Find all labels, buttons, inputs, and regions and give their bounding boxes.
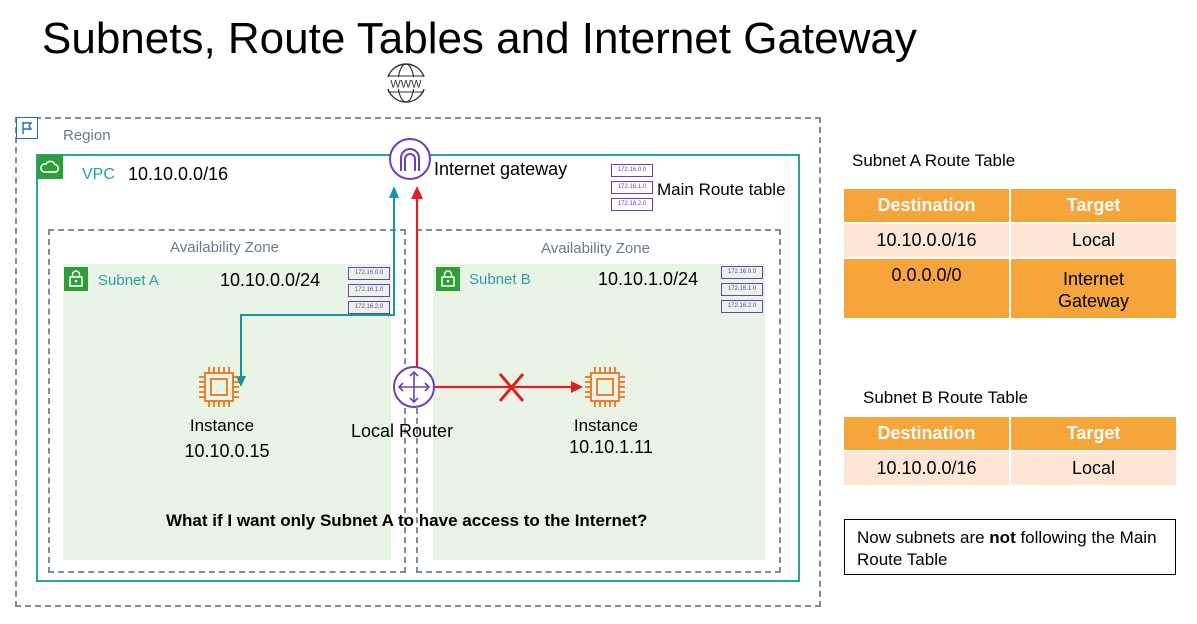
red-x-icon <box>498 373 525 402</box>
router-label: Local Router <box>351 421 454 441</box>
arrowhead <box>571 381 583 393</box>
table-row: 10.10.0.0/16 Local <box>844 224 1176 257</box>
arrowhead <box>389 186 399 198</box>
table-row: 10.10.0.0/16 Local <box>844 452 1176 485</box>
note-box: Now subnets are not following the Main R… <box>844 519 1176 575</box>
column-header: Destination <box>844 417 1009 450</box>
internet-gateway-label: Internet gateway <box>434 159 568 179</box>
page-title: Subnets, Route Tables and Internet Gatew… <box>42 14 917 63</box>
subnet-a <box>63 264 391 560</box>
subnet-a-label: Subnet A <box>98 272 159 289</box>
question-text: What if I want only Subnet A to have acc… <box>166 511 648 530</box>
note-text: Now subnets are <box>857 528 990 547</box>
arrowhead <box>411 186 423 199</box>
ec2-instance-chip-icon <box>199 367 239 407</box>
note-text: following the Main Route Table <box>857 528 1157 569</box>
route-entry: 172.16.1.0 <box>348 284 390 297</box>
subnet-a-route-table: Destination Target 10.10.0.0/16 Local 0.… <box>842 187 1178 320</box>
arrowhead <box>236 376 246 387</box>
route-entry: 172.16.0.0 <box>721 266 763 279</box>
vpc-cidr: 10.10.0.0/16 <box>128 164 229 184</box>
instance-b-ip: 10.10.1.11 <box>569 437 653 457</box>
table-cell: 10.10.0.0/16 <box>844 224 1009 257</box>
table-cell: Internet Gateway <box>1011 259 1176 318</box>
subnet-a-route-path <box>240 198 395 380</box>
az-left-label: Availability Zone <box>170 239 279 256</box>
route-entry: 172.16.2.0 <box>721 300 763 313</box>
instance-a-label: Instance <box>189 416 255 435</box>
router-icon <box>393 366 435 408</box>
padlock-icon <box>436 267 460 291</box>
internet-gateway-icon <box>389 138 431 180</box>
subnet-b <box>433 264 765 560</box>
main-route-table-label: Main Route table <box>657 180 786 199</box>
column-header: Destination <box>844 189 1009 222</box>
table-cell: 0.0.0.0/0 <box>844 259 1009 318</box>
www-globe-icon: WWW <box>386 63 426 103</box>
route-entry: 172.16.2.0 <box>611 198 653 211</box>
route-entry: 172.16.1.0 <box>721 283 763 296</box>
route-entry: 172.16.1.0 <box>611 181 653 194</box>
table-row: 0.0.0.0/0 Internet Gateway <box>844 259 1176 318</box>
route-entry: 172.16.0.0 <box>348 267 390 280</box>
vpc-cloud-icon <box>37 155 63 179</box>
subnet-b-label: Subnet B <box>469 271 531 288</box>
ec2-instance-chip-icon <box>585 367 625 407</box>
region-boundary <box>15 117 821 607</box>
padlock-icon <box>64 267 88 291</box>
table-cell: Local <box>1011 224 1176 257</box>
www-text: WWW <box>390 79 422 91</box>
subnet-b-table-title: Subnet B Route Table <box>863 388 1029 407</box>
route-entry: 172.16.0.0 <box>611 164 653 177</box>
column-header: Target <box>1011 189 1176 222</box>
subnet-b-cidr: 10.10.1.0/24 <box>598 269 699 289</box>
table-cell: 10.10.0.0/16 <box>844 452 1009 485</box>
subnet-a-cidr: 10.10.0.0/24 <box>220 270 321 290</box>
route-entry: 172.16.2.0 <box>348 301 390 314</box>
instance-a-ip: 10.10.0.15 <box>184 441 270 461</box>
vpc-label: VPC <box>82 166 115 183</box>
subnet-b-route-table: Destination Target 10.10.0.0/16 Local <box>842 415 1178 487</box>
instance-b-label: Instance <box>573 416 639 435</box>
note-emphasis: not <box>989 528 1016 547</box>
az-right-label: Availability Zone <box>541 240 650 257</box>
flag-icon <box>16 117 38 139</box>
subnet-b-route-table-icon: 172.16.0.0 172.16.1.0 172.16.2.0 <box>721 266 763 317</box>
subnet-a-route-table-icon: 172.16.0.0 172.16.1.0 172.16.2.0 <box>348 267 390 318</box>
region-label: Region <box>63 127 111 144</box>
column-header: Target <box>1011 417 1176 450</box>
table-cell: Local <box>1011 452 1176 485</box>
subnet-a-table-title: Subnet A Route Table <box>852 151 1016 170</box>
main-route-table-icon: 172.16.0.0 172.16.1.0 172.16.2.0 <box>611 164 653 215</box>
